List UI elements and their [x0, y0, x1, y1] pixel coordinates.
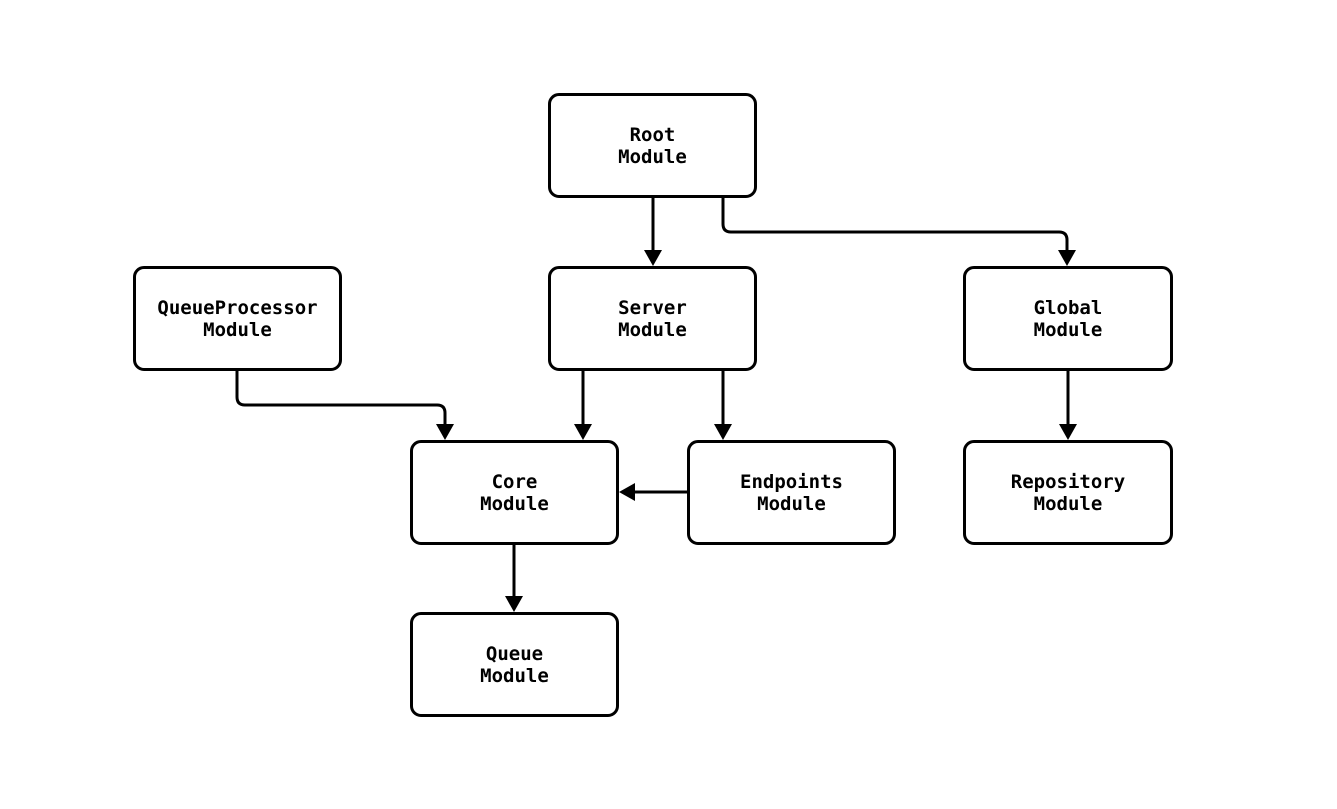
node-endpoints-module: Endpoints Module [687, 440, 896, 545]
node-global-module-label: Global Module [1033, 296, 1103, 341]
node-server-module-label: Server Module [618, 296, 687, 341]
node-repository-module: Repository Module [963, 440, 1173, 545]
edge-queueprocessor-to-core [235, 371, 454, 440]
node-root-module-label: Root Module [618, 123, 687, 168]
node-queueprocessor-module-label: QueueProcessor Module [157, 296, 318, 341]
node-core-module: Core Module [410, 440, 619, 545]
node-repository-module-label: Repository Module [1010, 470, 1126, 515]
node-root-module: Root Module [548, 93, 757, 198]
edge-server-to-core [574, 371, 592, 440]
edge-root-to-global [721, 198, 1076, 266]
node-endpoints-module-label: Endpoints Module [740, 470, 843, 515]
node-queue-module-label: Queue Module [480, 642, 549, 687]
node-global-module: Global Module [963, 266, 1173, 371]
node-core-module-label: Core Module [480, 470, 549, 515]
node-server-module: Server Module [548, 266, 757, 371]
edge-endpoints-to-core [619, 483, 687, 501]
edge-core-to-queue [505, 545, 523, 612]
edge-server-to-endpoints [714, 371, 732, 440]
edge-root-to-server [644, 198, 662, 266]
node-queue-module: Queue Module [410, 612, 619, 717]
edge-global-to-repository [1059, 371, 1077, 440]
node-queueprocessor-module: QueueProcessor Module [133, 266, 342, 371]
